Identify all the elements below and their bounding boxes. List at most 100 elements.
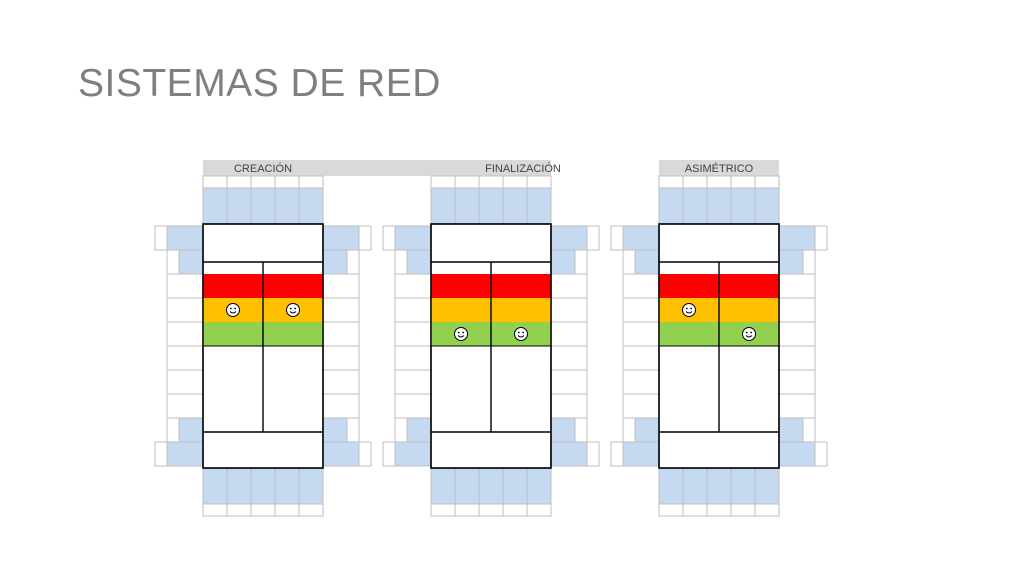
grid-cell [526, 187, 552, 225]
grid-cell [202, 467, 228, 505]
grid-cell [478, 187, 504, 225]
side-cell [394, 225, 432, 251]
side-cell [586, 441, 600, 467]
diagram-label: CREACIÓN [234, 162, 292, 175]
smiley-eye [690, 307, 693, 310]
side-cell [622, 369, 660, 395]
smiley-icon [682, 303, 696, 317]
grid-cell [526, 467, 552, 505]
side-cell [586, 225, 600, 251]
side-cell [778, 369, 816, 395]
side-cell [394, 369, 432, 395]
grid-cell [250, 187, 276, 225]
smiley-eye [294, 307, 297, 310]
side-cell [622, 345, 660, 371]
grid-cell [730, 467, 756, 505]
side-cell [814, 441, 828, 467]
smiley-face [742, 327, 756, 341]
grid-cell [430, 175, 456, 189]
side-cell [814, 225, 828, 251]
side-cell [550, 225, 588, 251]
grid-cell [298, 175, 324, 189]
smiley-icon [454, 327, 468, 341]
side-cell [394, 345, 432, 371]
grid-cell [430, 503, 456, 517]
side-cell [166, 321, 204, 347]
grid-cell [682, 187, 708, 225]
side-cell [550, 273, 588, 299]
side-cell [550, 249, 576, 275]
grid-cell [754, 467, 780, 505]
court-border [430, 223, 552, 469]
side-cell [778, 441, 816, 467]
smiley-mouth [457, 335, 465, 338]
side-cell [550, 321, 588, 347]
side-cell [322, 417, 348, 443]
smiley-eye [522, 331, 525, 334]
side-cell [622, 393, 660, 419]
side-cell [358, 441, 372, 467]
side-cell [166, 345, 204, 371]
grid-cell [250, 175, 276, 189]
grid-cell [706, 187, 732, 225]
grid-cell [202, 175, 228, 189]
grid-cell [706, 503, 732, 517]
smiley-eye [685, 307, 688, 310]
grid-cell [430, 187, 456, 225]
side-cell [154, 225, 168, 251]
smiley-face [226, 303, 240, 317]
side-cell [166, 225, 204, 251]
grid-cell [274, 503, 300, 517]
grid-cell [682, 175, 708, 189]
side-cell [178, 249, 204, 275]
grid-cell [202, 187, 228, 225]
court-diagram-1: CREACIÓN [154, 162, 372, 517]
smiley-eye [462, 331, 465, 334]
grid-cell [454, 187, 480, 225]
grid-cell [298, 187, 324, 225]
smiley-icon [226, 303, 240, 317]
side-cell [778, 417, 804, 443]
court-border [202, 223, 324, 469]
smiley-eye [457, 331, 460, 334]
side-cell [622, 441, 660, 467]
side-cell [550, 441, 588, 467]
side-cell [166, 393, 204, 419]
side-cell [550, 369, 588, 395]
grid-cell [454, 175, 480, 189]
grid-cell [730, 175, 756, 189]
smiley-face [682, 303, 696, 317]
smiley-icon [514, 327, 528, 341]
smiley-eye [750, 331, 753, 334]
side-cell [394, 273, 432, 299]
grid-cell [274, 187, 300, 225]
grid-cell [502, 187, 528, 225]
side-cell [622, 321, 660, 347]
grid-cell [502, 503, 528, 517]
side-cell [322, 321, 360, 347]
side-cell [178, 417, 204, 443]
side-cell [778, 345, 816, 371]
side-cell [322, 393, 360, 419]
side-cell [634, 417, 660, 443]
grid-cell [274, 467, 300, 505]
grid-cell [274, 175, 300, 189]
side-cell [382, 225, 396, 251]
grid-cell [706, 175, 732, 189]
grid-cell [202, 503, 228, 517]
side-cell [394, 441, 432, 467]
side-cell [550, 417, 576, 443]
grid-cell [706, 467, 732, 505]
side-cell [394, 321, 432, 347]
side-cell [322, 369, 360, 395]
smiley-mouth [517, 335, 525, 338]
court-diagram-2: FINALIZACIÓN [382, 162, 600, 517]
side-cell [382, 441, 396, 467]
grid-cell [658, 187, 684, 225]
side-cell [778, 225, 816, 251]
grid-cell [226, 467, 252, 505]
page-title: SISTEMAS DE RED [78, 62, 441, 105]
smiley-face [286, 303, 300, 317]
grid-cell [298, 467, 324, 505]
side-cell [322, 297, 360, 323]
